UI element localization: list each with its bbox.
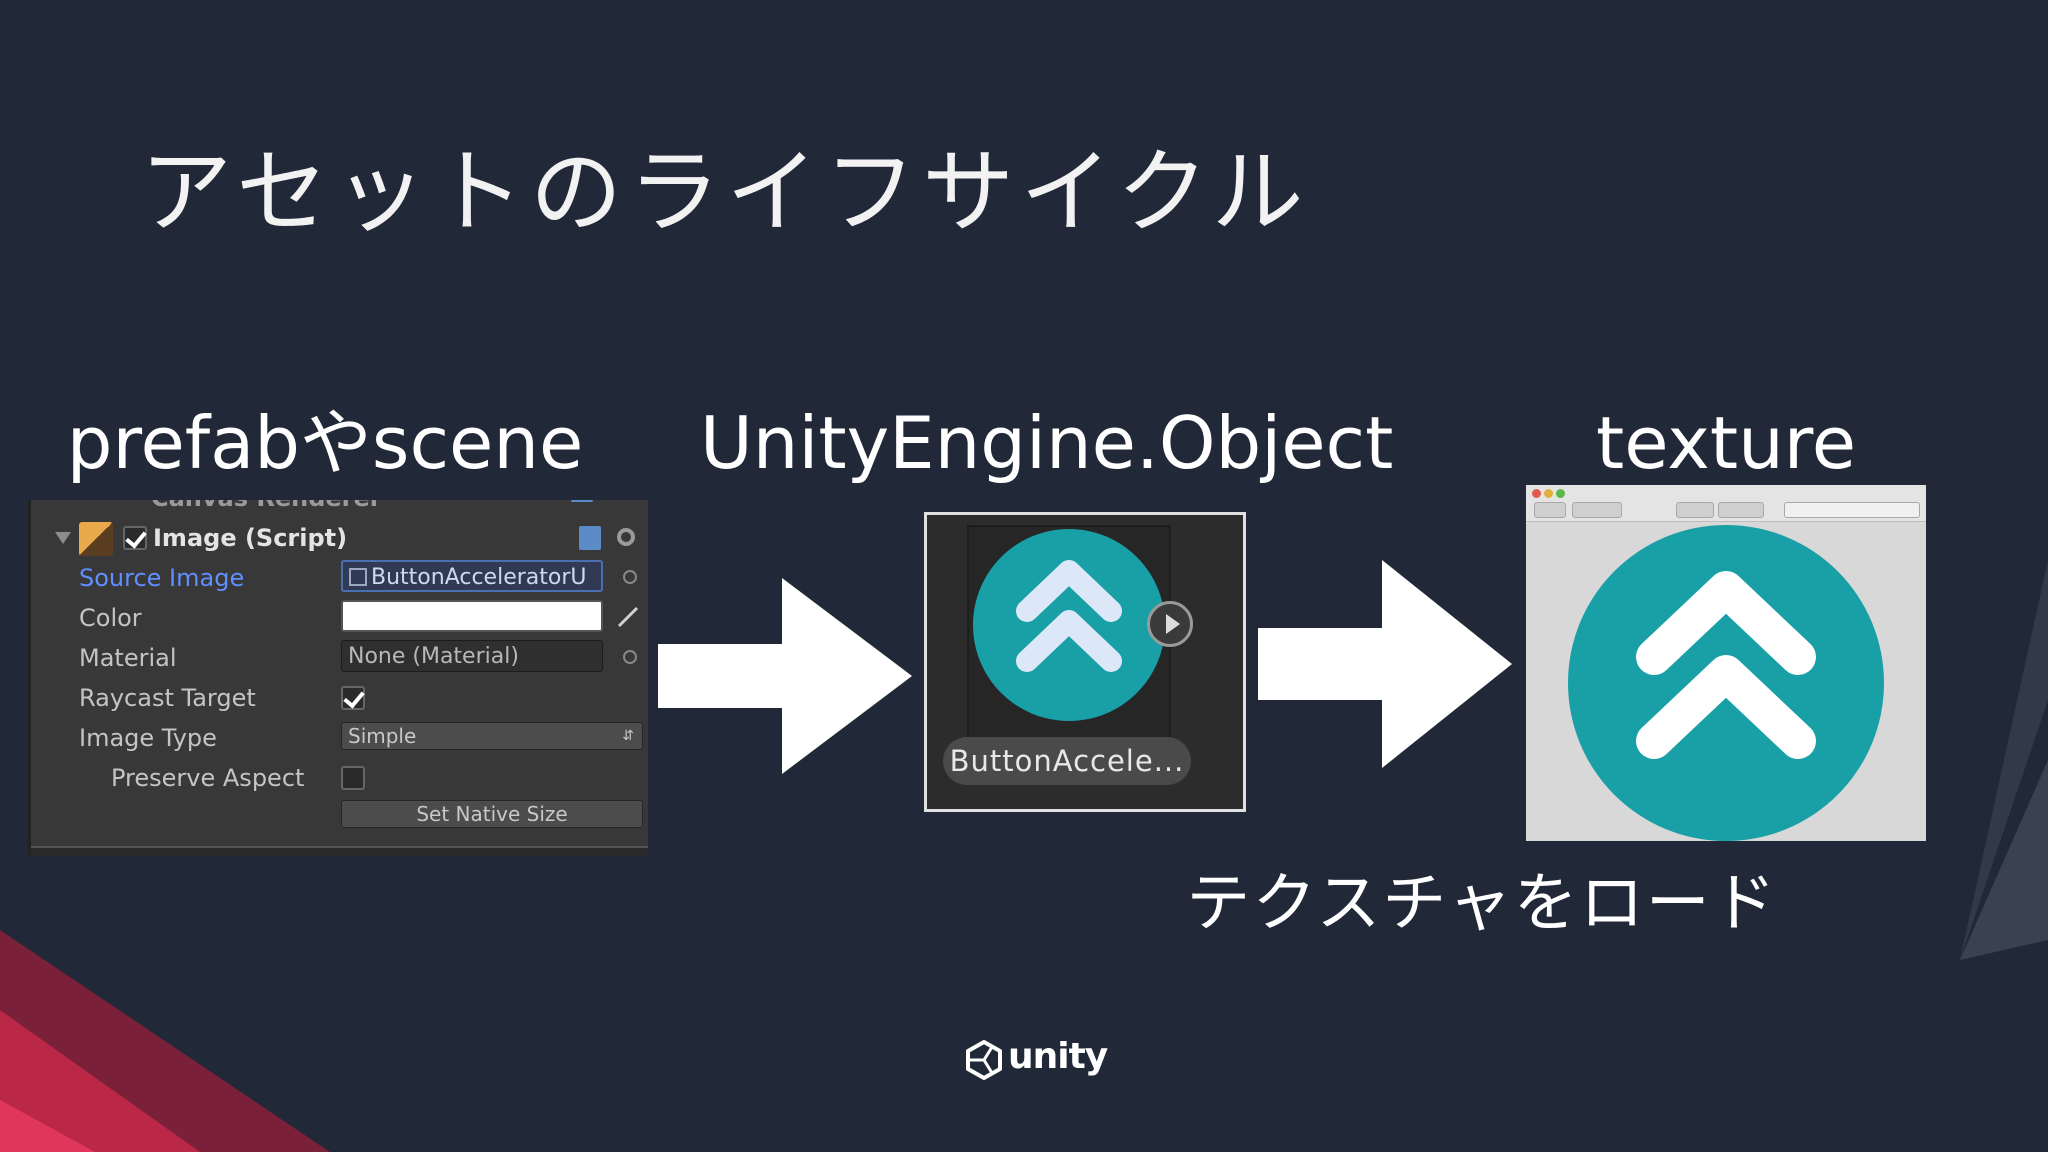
material-field[interactable]: None (Material)	[341, 640, 603, 672]
sprite-icon	[349, 568, 367, 586]
texture-window-toolbar	[1526, 485, 1926, 522]
minimize-dot-icon[interactable]	[1544, 489, 1553, 498]
dropdown-arrows-icon: ⇵	[622, 728, 634, 744]
object-picker-icon[interactable]	[623, 650, 637, 664]
slide-title: アセットのライフサイクル	[140, 139, 1310, 246]
toolbar-button[interactable]	[1572, 502, 1622, 518]
image-type-dropdown[interactable]: Simple ⇵	[341, 722, 643, 750]
inspector-panel: Canvas Renderer Image (Script) Source Im…	[28, 500, 648, 856]
arrow-right-1	[658, 578, 912, 774]
color-label: Color	[79, 604, 142, 632]
source-image-row: Source Image ButtonAcceleratorU	[31, 558, 648, 598]
object-name-label: ButtonAccele...	[943, 737, 1191, 785]
settings-gear-icon[interactable]	[617, 528, 635, 546]
component-enabled-checkbox[interactable]	[123, 526, 147, 550]
texture-preview-window	[1526, 485, 1926, 841]
texture-image	[1568, 525, 1884, 841]
accelerator-sprite-icon	[973, 529, 1165, 721]
color-row: Color	[31, 598, 648, 638]
help-icon[interactable]	[571, 500, 593, 502]
raycast-target-row: Raycast Target	[31, 678, 648, 718]
preserve-aspect-label: Preserve Aspect	[111, 764, 305, 792]
close-dot-icon[interactable]	[1532, 489, 1541, 498]
native-size-row: Set Native Size	[31, 798, 648, 838]
source-image-label: Source Image	[79, 564, 245, 592]
label-unity-object: UnityEngine.Object	[700, 401, 1394, 485]
toolbar-button[interactable]	[1718, 502, 1764, 518]
label-texture: texture	[1595, 401, 1857, 485]
toolbar-button[interactable]	[1534, 502, 1566, 518]
source-image-field[interactable]: ButtonAcceleratorU	[341, 560, 603, 592]
unity-cube-icon	[966, 1040, 1002, 1080]
canvas-renderer-header: Canvas Renderer	[31, 500, 648, 512]
preserve-aspect-row: Preserve Aspect	[31, 758, 648, 798]
object-thumbnail	[967, 525, 1171, 739]
set-native-size-button[interactable]: Set Native Size	[341, 800, 643, 828]
arrow-right-2	[1258, 560, 1512, 768]
raycast-target-label: Raycast Target	[79, 684, 256, 712]
material-row: Material None (Material)	[31, 638, 648, 678]
component-title: Image (Script)	[153, 524, 348, 552]
play-icon[interactable]	[1147, 601, 1193, 647]
label-prefab-scene: prefabやscene	[66, 401, 584, 485]
preserve-aspect-checkbox[interactable]	[341, 766, 365, 790]
toolbar-button[interactable]	[1676, 502, 1714, 518]
load-texture-caption: テクスチャをロード	[1186, 867, 1778, 941]
image-component-icon	[79, 522, 113, 556]
color-field[interactable]	[341, 600, 603, 632]
image-type-row: Image Type Simple ⇵	[31, 718, 648, 758]
source-image-value: ButtonAcceleratorU	[371, 565, 587, 590]
image-component-header[interactable]: Image (Script)	[31, 518, 648, 558]
material-label: Material	[79, 644, 177, 672]
object-picker-icon[interactable]	[623, 570, 637, 584]
raycast-target-checkbox[interactable]	[341, 686, 365, 710]
image-type-value: Simple	[348, 724, 417, 748]
unity-wordmark: unity	[1008, 1036, 1108, 1077]
zoom-dot-icon[interactable]	[1556, 489, 1565, 498]
foldout-icon[interactable]	[55, 532, 71, 544]
help-icon[interactable]	[579, 526, 601, 550]
next-component-strip	[31, 846, 648, 856]
search-field[interactable]	[1784, 502, 1920, 518]
image-type-label: Image Type	[79, 724, 217, 752]
eyedropper-icon[interactable]	[615, 602, 643, 630]
canvas-renderer-label: Canvas Renderer	[151, 500, 382, 512]
unity-object-preview[interactable]: ButtonAccele...	[924, 512, 1246, 812]
